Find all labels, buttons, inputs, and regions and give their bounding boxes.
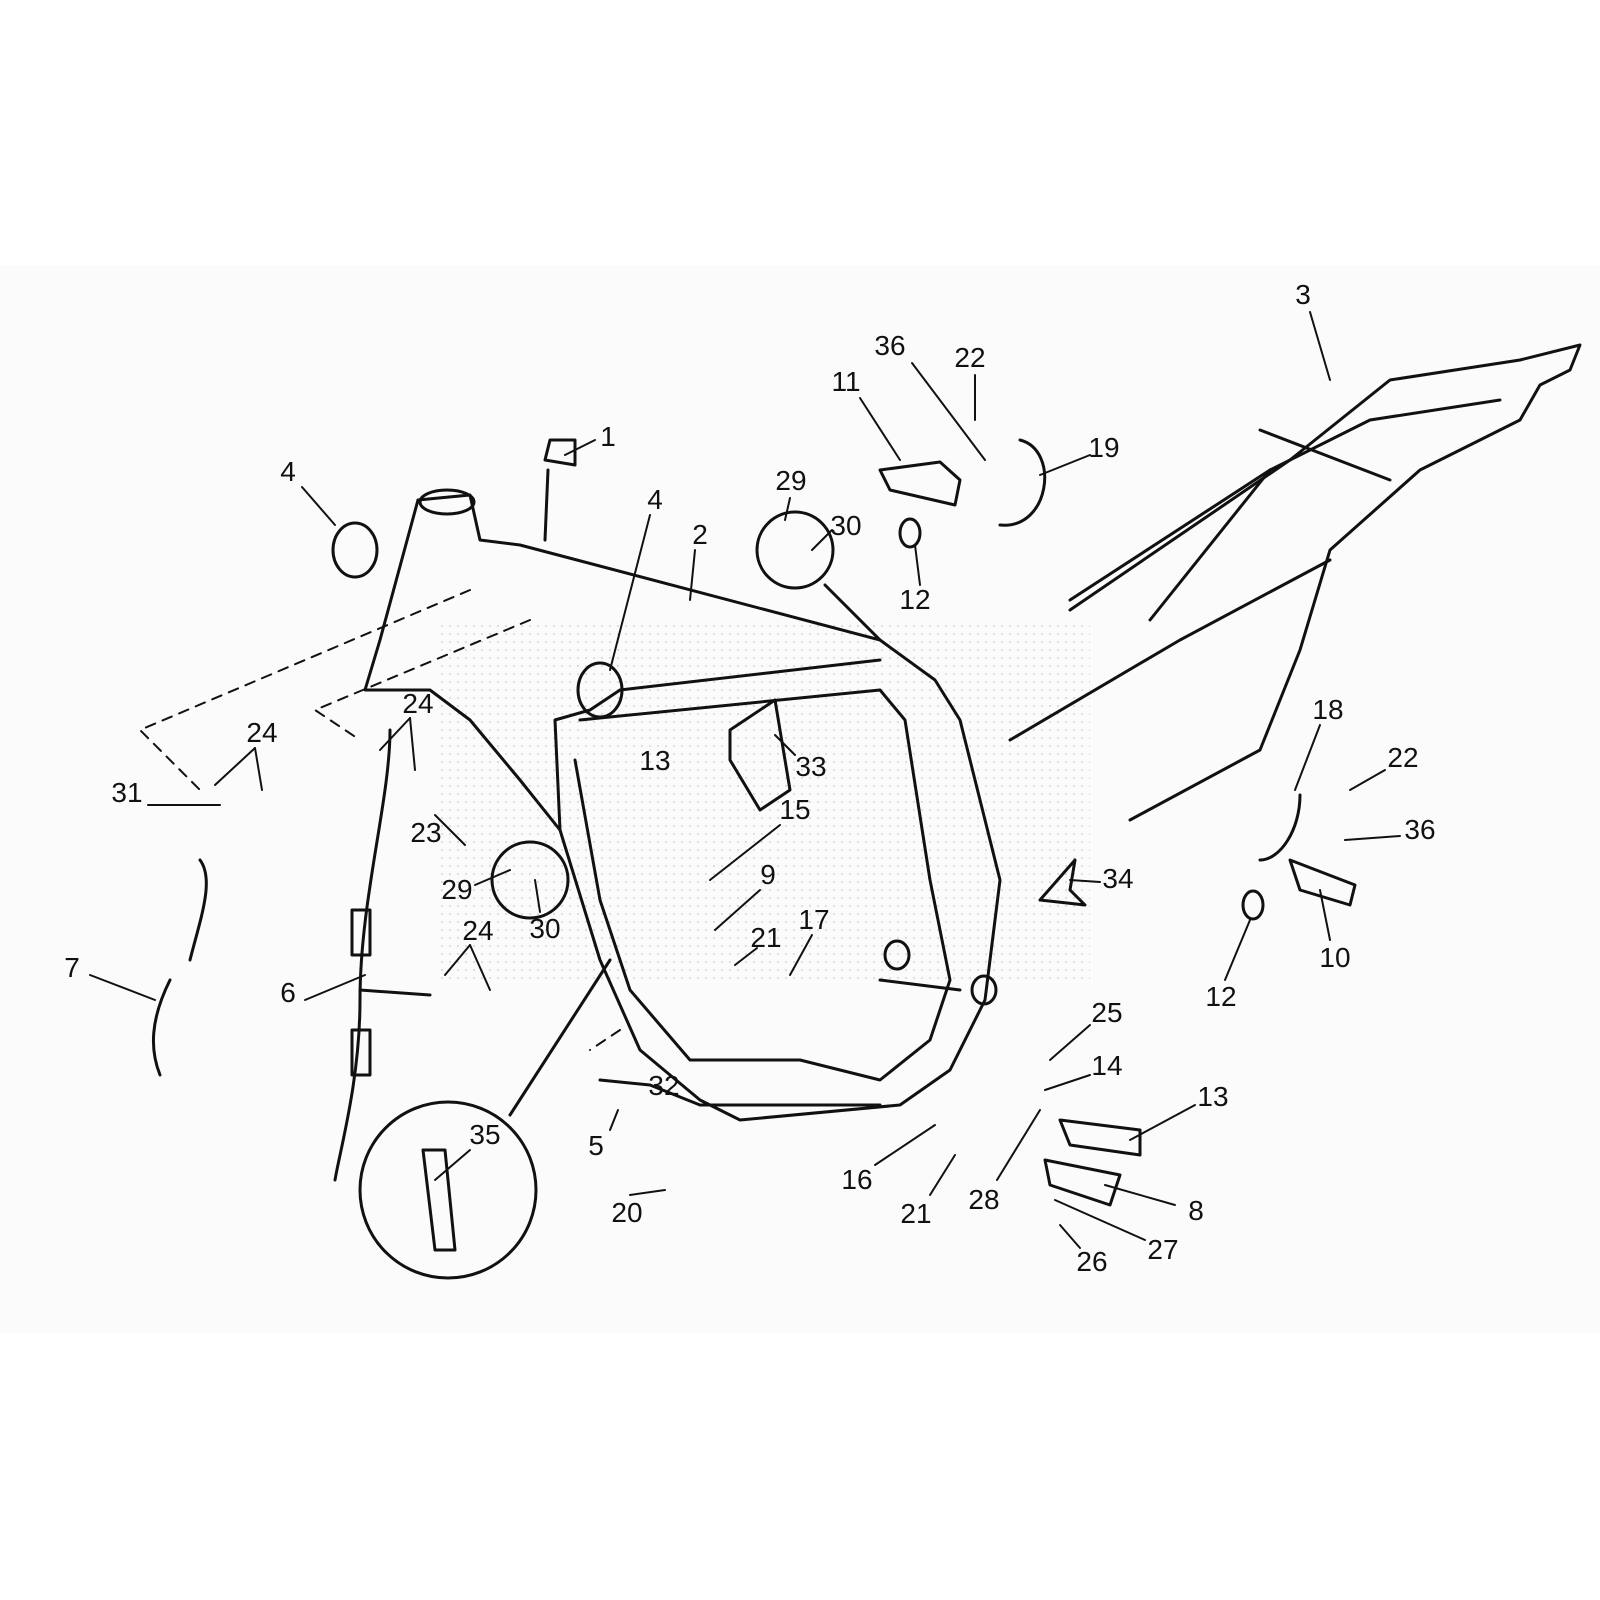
- callout-label: 21: [900, 1198, 932, 1229]
- footpeg-front: [1043, 1118, 1142, 1207]
- callout-label: 22: [954, 342, 986, 373]
- callout-label: 8: [1188, 1195, 1204, 1226]
- callout-label: 4: [280, 456, 296, 487]
- callout-label: 30: [830, 510, 862, 541]
- rear-subframe: [1008, 343, 1582, 822]
- callout-label: 14: [1091, 1050, 1123, 1081]
- callout-label: 24: [246, 717, 278, 748]
- callout-label: 10: [1319, 942, 1351, 973]
- callout-label: 36: [874, 330, 906, 361]
- callout-label: 34: [1102, 863, 1134, 894]
- bracket-34: [1038, 858, 1087, 907]
- callout-label: 21: [750, 922, 782, 953]
- footpeg-left-rear: [878, 438, 1047, 549]
- callout-label: 16: [841, 1164, 873, 1195]
- detail-circles: [358, 510, 882, 1280]
- callout-label: 28: [968, 1184, 1000, 1215]
- callout-label: 26: [1076, 1246, 1108, 1277]
- callout-label: 32: [648, 1070, 680, 1101]
- callout-label: 35: [469, 1119, 501, 1150]
- hose-7: [152, 858, 208, 1077]
- bushings: [331, 438, 624, 719]
- callout-label: 3: [1295, 279, 1311, 310]
- callout-label: 13: [1197, 1081, 1229, 1112]
- callout-label: 18: [1312, 694, 1344, 725]
- callout-label: 36: [1404, 814, 1436, 845]
- callout-label: 27: [1147, 1234, 1179, 1265]
- callout-label: 7: [64, 952, 80, 983]
- brake-hose: [333, 728, 432, 1182]
- callout-label: 24: [402, 688, 434, 719]
- callout-label: 19: [1088, 432, 1120, 463]
- callout-label: 31: [111, 777, 143, 808]
- main-frame: [363, 488, 1002, 1122]
- callout-label: 33: [795, 751, 827, 782]
- callout-label: 11: [831, 366, 861, 397]
- callout-label: 22: [1387, 742, 1419, 773]
- callout-label: 24: [462, 915, 494, 946]
- callout-label: 23: [410, 817, 442, 848]
- callout-label: 6: [280, 977, 296, 1008]
- callout-label: 29: [775, 465, 807, 496]
- callout-label: 5: [588, 1130, 604, 1161]
- callout-label: 4: [647, 484, 663, 515]
- callout-label: 13: [639, 745, 671, 776]
- callout-label: 25: [1091, 997, 1123, 1028]
- leader-lines: [89, 311, 1401, 1249]
- callout-label: 9: [760, 859, 776, 890]
- callout-label: 2: [692, 519, 708, 550]
- dashed-guides: [139, 589, 621, 1051]
- callout-label: 30: [529, 913, 561, 944]
- callout-label: 12: [899, 584, 931, 615]
- callout-label: 20: [611, 1197, 643, 1228]
- dotted-watermark: [440, 620, 1090, 980]
- bracket-33: [728, 698, 792, 812]
- callout-label: 15: [779, 794, 811, 825]
- footpeg-right-rear: [1241, 793, 1357, 921]
- callout-label: 17: [798, 904, 830, 935]
- callout-label: 12: [1205, 981, 1237, 1012]
- callout-label: 29: [441, 874, 473, 905]
- callout-label: 1: [600, 421, 616, 452]
